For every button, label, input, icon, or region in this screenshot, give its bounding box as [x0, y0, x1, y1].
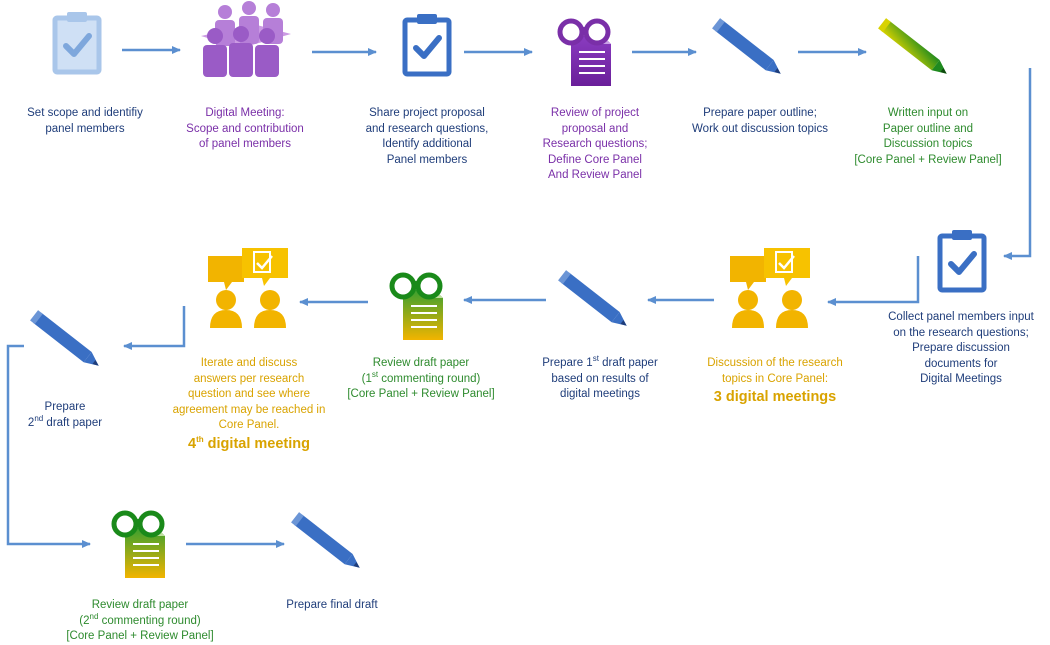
step-label-s10: Review draft paper (1st commenting round…	[347, 357, 495, 400]
discussion-icon	[206, 246, 290, 330]
glasses-document-icon	[392, 275, 443, 340]
glasses-document-icon	[560, 21, 611, 86]
pencil-icon	[291, 512, 364, 573]
pencil-icon	[712, 18, 785, 79]
discussion-icon	[728, 246, 812, 330]
step-label-s14: Prepare final draft	[286, 599, 378, 611]
pencil-icon	[878, 18, 951, 79]
pencil-icon	[30, 310, 103, 371]
step-label-s13: Review draft paper (2nd commenting round…	[66, 599, 214, 642]
step-label-s9: Prepare 1st draft paper based on results…	[542, 354, 658, 400]
meeting-count: 4th digital meeting	[188, 434, 310, 452]
people-group-icon	[201, 1, 291, 77]
meeting-count: 3 digital meetings	[713, 389, 837, 405]
pencil-icon	[558, 270, 631, 331]
step-label-s12: Prepare 2nd draft paper	[27, 401, 103, 429]
clipboard-check-icon	[940, 230, 984, 290]
arrow-6-7	[1003, 68, 1032, 260]
clipboard-check-icon	[55, 12, 99, 72]
arrow-7-8	[827, 256, 920, 306]
step-label-s5: Prepare paper outline;Work out discussio…	[692, 107, 828, 135]
clipboard-check-icon	[405, 14, 449, 74]
glasses-document-icon	[114, 513, 165, 578]
arrow-12-13	[6, 344, 91, 548]
arrow-11-12	[123, 306, 186, 350]
